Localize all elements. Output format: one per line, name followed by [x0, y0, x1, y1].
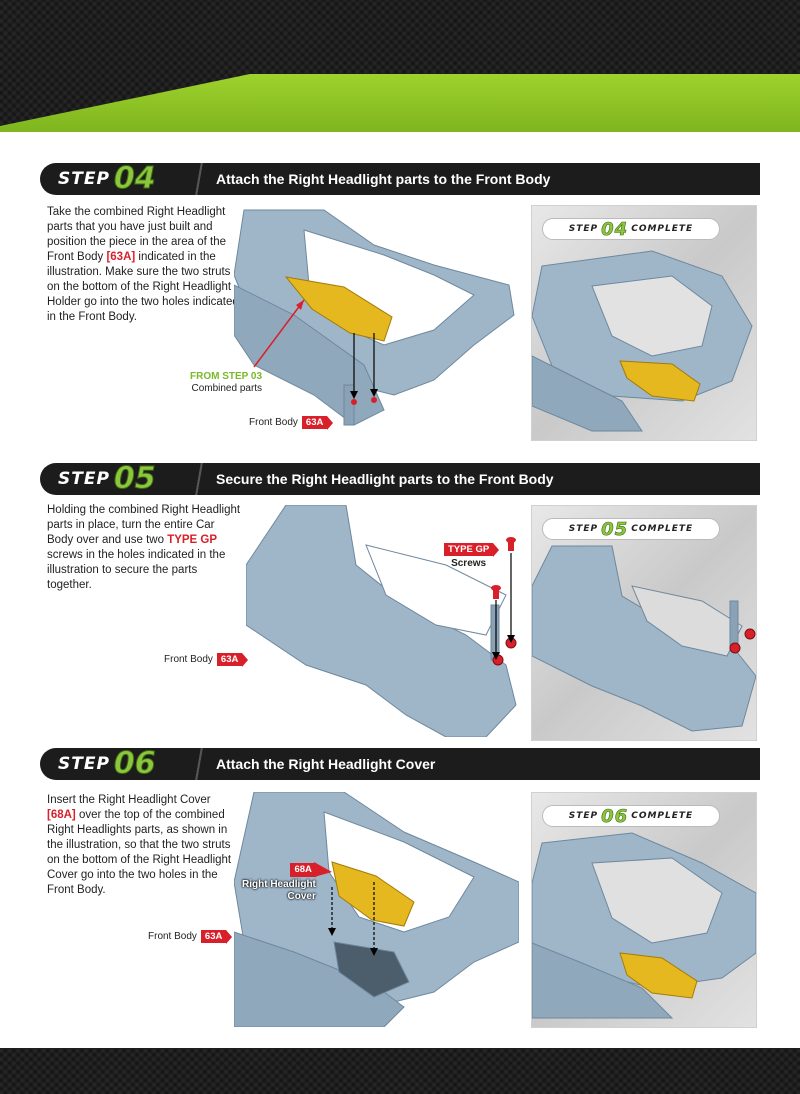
complete-suffix: COMPLETE: [631, 224, 694, 234]
from-step-03-label: FROM STEP 03 Combined parts: [190, 371, 262, 395]
front-body-label: Front Body 63A: [164, 653, 249, 667]
step-05-complete-panel: STEP 05 COMPLETE: [531, 505, 757, 741]
complete-05-illustration: [532, 545, 756, 732]
slash-divider: [190, 748, 208, 780]
complete-tag: STEP 05 COMPLETE: [542, 518, 720, 540]
step-06-header: STEP 06 Attach the Right Headlight Cover: [40, 748, 760, 780]
part-code-badge: 63A: [200, 930, 233, 944]
cover-label: 68A Right Headlight Cover: [242, 863, 323, 903]
step-word: STEP: [58, 469, 110, 489]
step-04-header: STEP 04 Attach the Right Headlight parts…: [40, 163, 760, 195]
complete-04-illustration: [532, 250, 753, 432]
step-04-title: Attach the Right Headlight parts to the …: [216, 171, 551, 187]
step-04-illustration: [234, 209, 515, 426]
from-step-sub: Combined parts: [191, 383, 263, 394]
complete-tag: STEP 04 COMPLETE: [542, 218, 720, 240]
step-04-instructions: Take the combined Right Headlight parts …: [47, 205, 242, 325]
type-gp-screw-2: [506, 537, 516, 551]
complete-suffix: COMPLETE: [631, 524, 694, 534]
complete-06-illustration: [532, 832, 756, 1019]
step-04-complete-panel: STEP 04 COMPLETE: [531, 205, 757, 441]
instruction-text: screws in the holes indicated in the ill…: [47, 549, 226, 591]
instruction-text: Insert the Right Headlight Cover: [47, 794, 211, 806]
complete-tag: STEP 06 COMPLETE: [542, 805, 720, 827]
step-06-instructions: Insert the Right Headlight Cover [68A] o…: [47, 793, 242, 898]
instruction-text: over the top of the combined Right Headl…: [47, 809, 232, 896]
type-gp-screw-1: [491, 585, 501, 599]
cover-label-line-2: Cover: [287, 891, 316, 902]
screw-sub-label: Screws: [451, 558, 487, 569]
step-05-instructions: Holding the combined Right Headlight par…: [47, 503, 242, 593]
headlight-part: [284, 276, 393, 342]
part-code-badge: 63A: [216, 653, 249, 667]
complete-step-word: STEP: [568, 224, 599, 234]
step-number: 05: [113, 461, 156, 496]
part-code-badge: 63A: [301, 416, 334, 430]
step-05-illustration: [246, 505, 517, 737]
step-06-title: Attach the Right Headlight Cover: [216, 756, 436, 772]
step-number: 04: [113, 161, 156, 196]
screw-type-badge: TYPE GP: [444, 543, 500, 557]
step-05-title: Secure the Right Headlight parts to the …: [216, 471, 554, 487]
step-04-badge: STEP 04: [40, 163, 208, 195]
step-number: 06: [113, 746, 156, 781]
headlight-installed: [619, 360, 701, 402]
part-code-badge: 68A: [290, 863, 323, 877]
complete-step-number: 04: [601, 218, 629, 240]
step-05-header: STEP 05 Secure the Right Headlight parts…: [40, 463, 760, 495]
instruction-text: indicated in the illustration. Make sure…: [47, 251, 239, 323]
headlight-cover-installed: [619, 952, 698, 999]
slash-divider: [190, 463, 208, 495]
front-body-label: Front Body 63A: [249, 416, 334, 430]
slash-divider: [190, 163, 208, 195]
instruction-text: Holding the combined Right Headlight par…: [47, 504, 241, 546]
step-06-complete-panel: STEP 06 COMPLETE: [531, 792, 757, 1028]
cover-label-line-1: Right Headlight: [242, 879, 316, 890]
instruction-text: Take the combined Right Headlight parts …: [47, 206, 227, 263]
complete-step-number: 05: [601, 518, 629, 540]
step-word: STEP: [58, 169, 110, 189]
screw-type-reference: TYPE GP: [167, 534, 218, 546]
step-06-badge: STEP 06: [40, 748, 208, 780]
complete-step-word: STEP: [568, 811, 599, 821]
complete-step-number: 06: [601, 805, 629, 827]
complete-suffix: COMPLETE: [631, 811, 694, 821]
headlight-cover-part: [331, 861, 415, 927]
complete-step-word: STEP: [568, 524, 599, 534]
front-body-text: Front Body: [164, 654, 213, 665]
front-body-text: Front Body: [249, 417, 298, 428]
from-step-text: FROM STEP 03: [190, 371, 263, 382]
part-reference: [68A]: [47, 809, 76, 821]
step-word: STEP: [58, 754, 110, 774]
bottom-carbon-banner: [0, 1048, 800, 1094]
front-body-text: Front Body: [148, 931, 197, 942]
part-reference: [63A]: [106, 251, 136, 263]
front-body-label: Front Body 63A: [148, 930, 233, 944]
screw-label: TYPE GP Screws: [444, 543, 500, 569]
step-06-illustration: [234, 792, 519, 1027]
step-05-badge: STEP 05: [40, 463, 208, 495]
